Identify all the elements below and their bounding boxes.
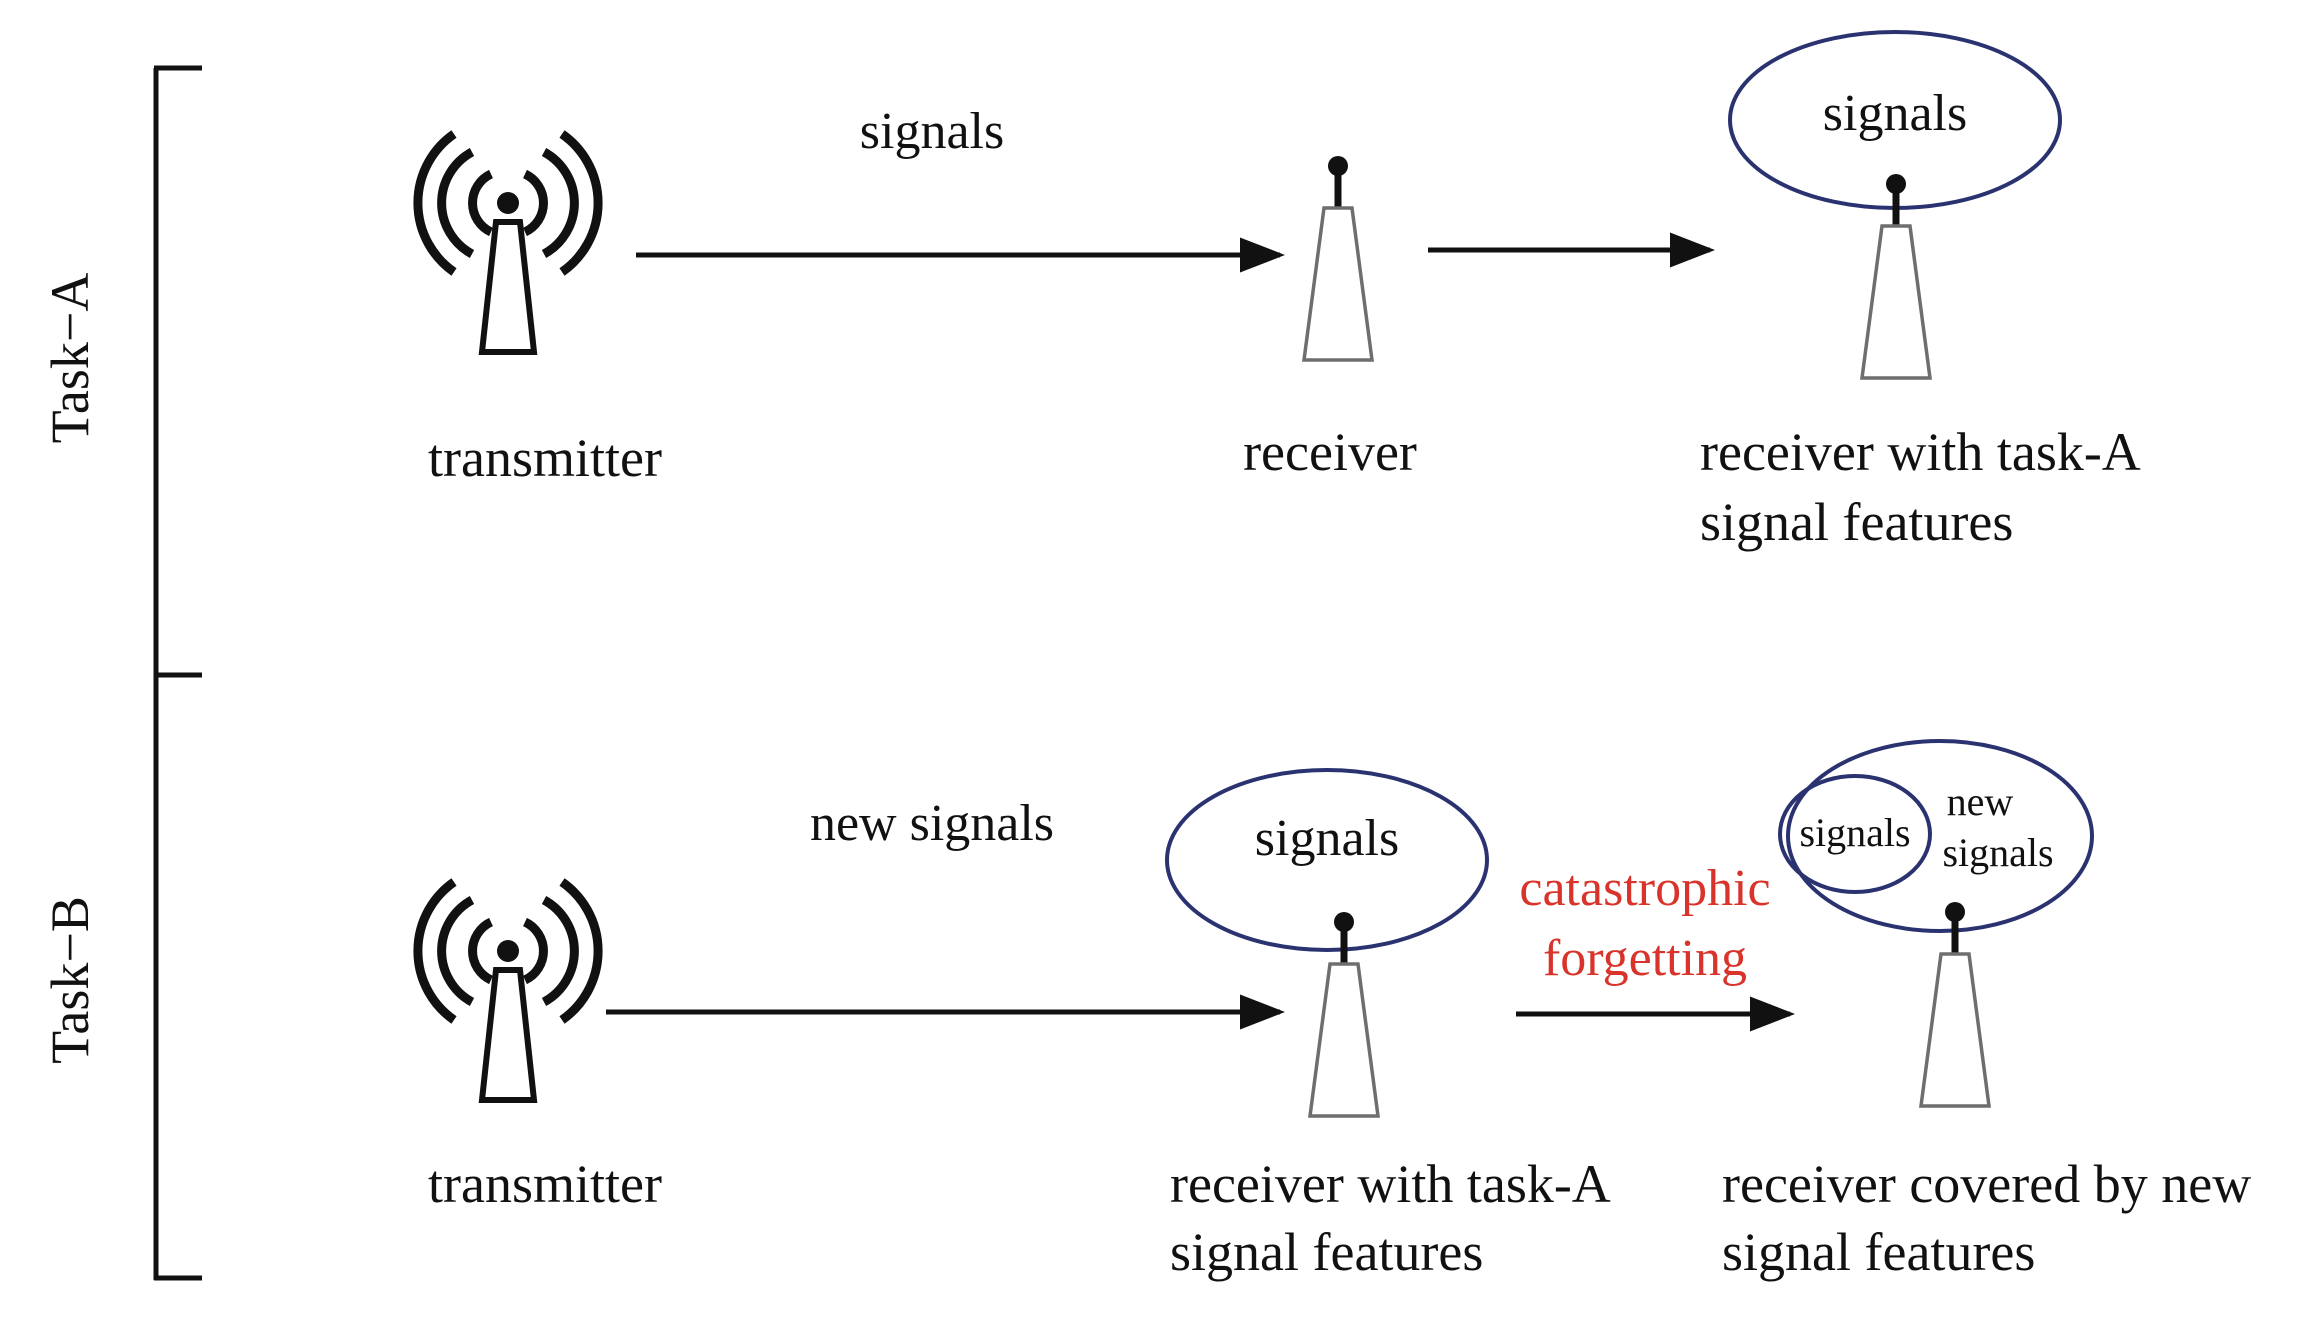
task-bracket: [153, 65, 202, 1281]
task-b-receiver-caption-line1: receiver with task-A: [1170, 1154, 1611, 1214]
forgetting-label-line1: catastrophic: [1519, 860, 1770, 917]
task-b-receiver-caption-line2: signal features: [1170, 1222, 1483, 1282]
task-b-transmitter-label: transmitter: [428, 1154, 662, 1214]
task-a-label: Task−A: [40, 273, 100, 444]
task-a-result-caption-line2: signal features: [1700, 492, 2013, 552]
receiver-antenna-icon: [1862, 174, 1930, 378]
task-b-outer-bubble-line2: signals: [1942, 830, 2053, 875]
task-a-result-caption-line1: receiver with task-A: [1700, 422, 2141, 482]
receiver-antenna-icon: [1310, 912, 1378, 1116]
radio-tower-icon: [418, 134, 598, 352]
receiver-antenna-icon: [1304, 156, 1372, 360]
task-a-feature-bubble: signals: [1823, 85, 1967, 142]
task-a-transmitter-label: transmitter: [428, 428, 662, 488]
old-feature-ellipse: [1778, 774, 1932, 894]
task-b-outer-bubble-line1: new: [1947, 779, 2014, 824]
task-a-row: transmitter signals receiver signals rec…: [418, 30, 2141, 552]
task-b-row: transmitter new signals signals receiver…: [418, 739, 2251, 1282]
task-b-receiver-bubble: signals: [1255, 810, 1399, 867]
task-a-arrow-label: signals: [860, 103, 1004, 160]
task-b-result-caption-line2: signal features: [1722, 1222, 2035, 1282]
radio-tower-icon: [418, 882, 598, 1100]
task-a-receiver-label: receiver: [1243, 422, 1417, 482]
task-b-inner-bubble: signals: [1799, 810, 1910, 855]
new-feature-ellipse: [1786, 739, 2094, 933]
task-b-receiver-ellipse: [1165, 768, 1489, 952]
task-b-label: Task−B: [40, 896, 100, 1064]
task-b-arrow-label: new signals: [810, 795, 1054, 852]
task-b-result-caption-line1: receiver covered by new: [1722, 1154, 2251, 1214]
forgetting-label-line2: forgetting: [1543, 930, 1747, 987]
